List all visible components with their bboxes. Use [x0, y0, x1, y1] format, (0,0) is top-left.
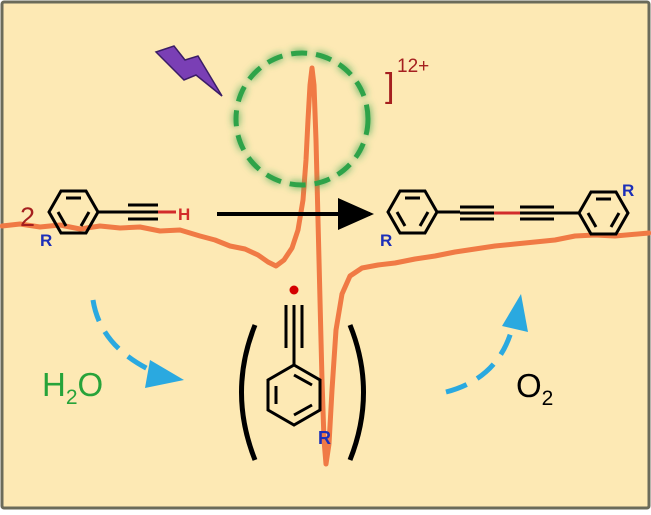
r-group-left: R	[40, 231, 52, 250]
radical-dot	[289, 285, 299, 295]
r-group-intermediate: R	[318, 428, 331, 448]
radical-intermediate	[239, 305, 366, 461]
charge-value: 12+	[397, 56, 429, 77]
diyne-product-molecule	[386, 189, 630, 236]
water-label: H2O	[42, 366, 103, 409]
oxygen-label: O2	[516, 367, 553, 410]
spectrum-trace	[0, 65, 651, 467]
r-group-product-left: R	[380, 231, 392, 250]
phenylacetylene-molecule	[47, 189, 158, 235]
r-group-product-right: R	[622, 181, 634, 200]
coefficient-label: 2	[20, 202, 35, 232]
curved-arrow-oxygen	[445, 294, 528, 395]
curved-arrow-water	[90, 299, 184, 388]
hydrogen-label: H	[178, 205, 190, 224]
charge-bracket: ]	[385, 67, 394, 105]
lightning-bolt-icon	[154, 45, 223, 97]
dashed-glow-circle	[233, 50, 371, 188]
